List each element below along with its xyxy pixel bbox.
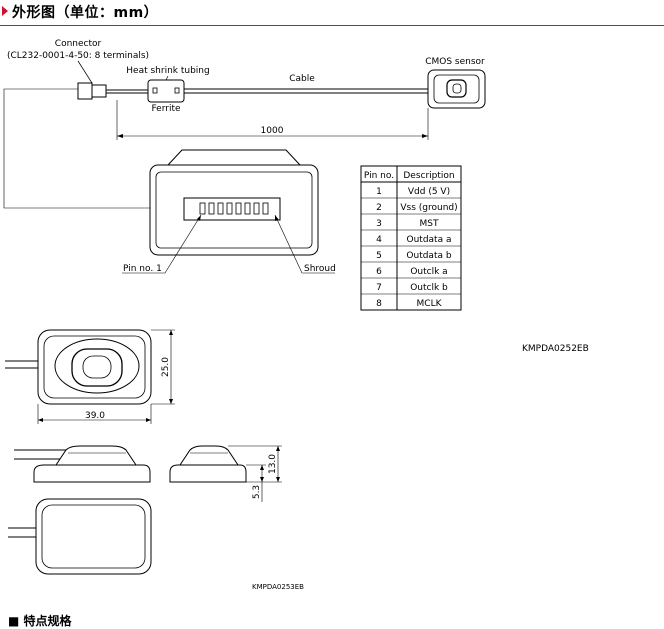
table-cell-pin: 1 bbox=[376, 187, 382, 197]
section-title: 外形图（单位：mm） bbox=[12, 5, 159, 21]
header-divider bbox=[0, 25, 664, 26]
arrow-left-1000 bbox=[117, 134, 123, 138]
connector-label: Connector bbox=[55, 39, 102, 49]
table-header-pin: Pin no. bbox=[364, 171, 394, 181]
arrow-39-right bbox=[146, 418, 151, 422]
arrow-13-top bbox=[276, 446, 280, 451]
pin1-leader bbox=[122, 214, 202, 274]
thickness-total-dim: 13.0 bbox=[268, 454, 278, 474]
sensor-side-view-right bbox=[169, 445, 247, 483]
table-cell-desc: Outclk b bbox=[410, 283, 448, 293]
drawing-code-top: KMPDA0252EB bbox=[522, 344, 589, 354]
table-cell-pin: 7 bbox=[376, 283, 382, 293]
pin-contacts bbox=[199, 202, 269, 215]
arrow-53-bottom bbox=[260, 477, 264, 482]
thickness-base-dim: 5.3 bbox=[252, 485, 262, 499]
shroud-leader bbox=[274, 214, 335, 274]
table-cell-pin: 4 bbox=[376, 235, 382, 245]
arrow-right-1000 bbox=[422, 134, 428, 138]
connector-plug bbox=[77, 82, 148, 100]
table-cell-pin: 3 bbox=[376, 219, 382, 229]
arrow-25-top bbox=[169, 330, 173, 335]
sensor-label: CMOS sensor bbox=[425, 57, 485, 67]
connector-face bbox=[149, 149, 319, 256]
header-arrow-icon bbox=[2, 6, 8, 16]
pin-table bbox=[360, 165, 462, 311]
ferrite-label: Ferrite bbox=[151, 104, 180, 114]
cmos-sensor-top bbox=[427, 69, 486, 109]
table-cell-desc: Vdd (5 V) bbox=[408, 187, 450, 197]
table-cell-pin: 8 bbox=[376, 299, 382, 309]
arrow-53-top bbox=[260, 465, 264, 470]
section-header: 外形图（单位：mm） bbox=[0, 0, 664, 26]
arrow-13-bottom bbox=[276, 477, 280, 482]
pin1-label: Pin no. 1 bbox=[123, 264, 162, 274]
cable-label: Cable bbox=[289, 74, 315, 84]
table-header-description: Description bbox=[403, 171, 454, 181]
connector-model-label: (CL232-0001-4-50: 8 terminals) bbox=[7, 51, 149, 61]
arrow-39-left bbox=[38, 418, 43, 422]
shroud-arrow bbox=[275, 215, 279, 221]
table-cell-desc: MST bbox=[420, 219, 439, 229]
drawing-code-bottom: KMPDA0253EB bbox=[252, 583, 304, 591]
height-dim: 25.0 bbox=[161, 357, 171, 377]
arrow-25-bottom bbox=[169, 399, 173, 404]
heat-shrink-label: Heat shrink tubing bbox=[126, 66, 209, 76]
table-cell-desc: Outdata a bbox=[407, 235, 452, 245]
width-dim: 39.0 bbox=[85, 411, 105, 421]
sensor-top-view bbox=[5, 329, 152, 405]
table-cell-desc: Vss (ground) bbox=[400, 203, 457, 213]
sensor-side-view-left bbox=[14, 445, 151, 483]
table-cell-desc: Outdata b bbox=[406, 251, 451, 261]
pin1-arrow bbox=[197, 215, 201, 221]
shroud-label: Shroud bbox=[304, 264, 336, 274]
length-dim: 1000 bbox=[261, 126, 284, 136]
table-cell-desc: MCLK bbox=[417, 299, 443, 309]
table-cell-pin: 2 bbox=[376, 203, 382, 213]
connector-callout-line bbox=[3, 88, 150, 209]
table-cell-pin: 5 bbox=[376, 251, 382, 261]
table-cell-desc: Outclk a bbox=[410, 267, 447, 277]
table-cell-pin: 6 bbox=[376, 267, 382, 277]
sensor-bottom-view bbox=[8, 498, 152, 575]
connector-leader bbox=[77, 60, 93, 84]
ferrite bbox=[147, 79, 185, 103]
